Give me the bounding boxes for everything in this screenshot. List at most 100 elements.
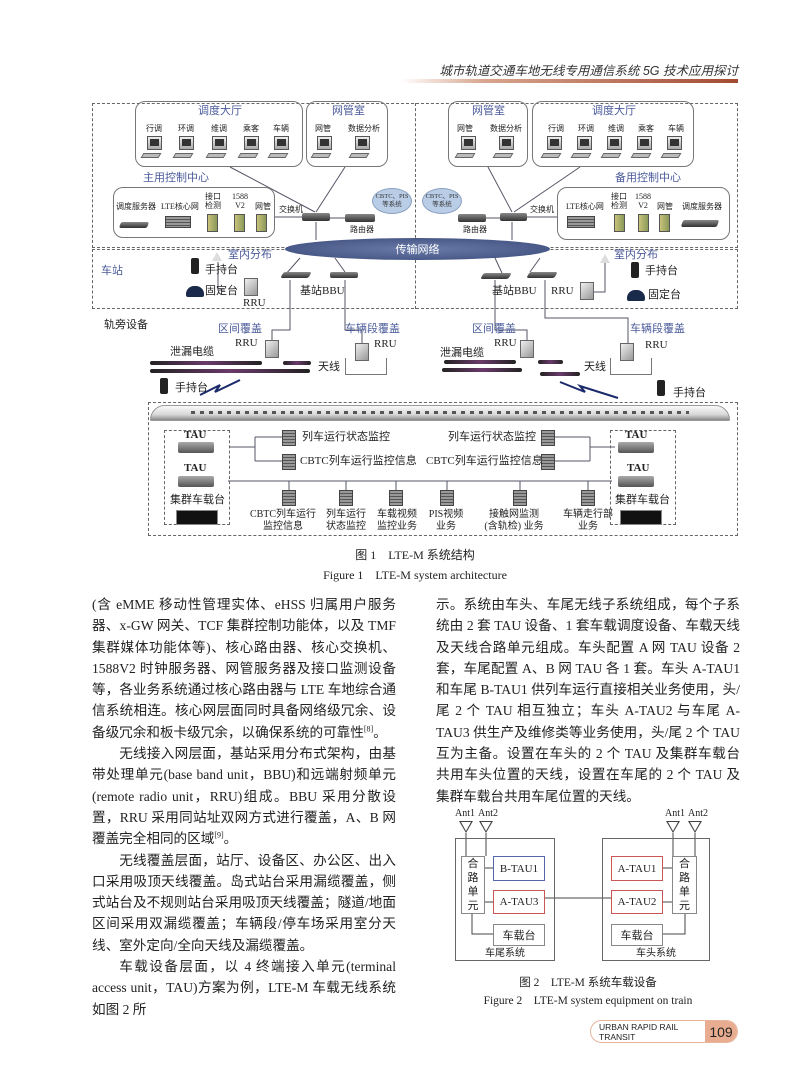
workstation-icon <box>492 136 516 162</box>
workstation-icon <box>237 136 261 162</box>
cbtc-pis-cloud: CBTC、PIS 等系统 <box>422 188 462 214</box>
handheld-radio-icon <box>631 262 639 278</box>
antenna-icon <box>345 358 387 375</box>
antenna-label: 天线 <box>318 361 340 373</box>
clock-server-icon <box>234 214 245 232</box>
equipment-label: 调度服务器 <box>116 202 156 211</box>
tau-icon <box>178 442 214 453</box>
switch-label: 交换机 <box>279 205 303 214</box>
service-label: CBTC列车运行监控信息 <box>300 455 417 467</box>
leaky-cable-icon <box>150 369 310 373</box>
body-column-left: (含 eMME 移动性管理实体、eHSS 归属用户服务器、x-GW 网关、TCF… <box>92 594 396 1020</box>
handheld-label: 手持台 <box>205 264 238 276</box>
service-server-icon <box>339 490 353 506</box>
antenna-label: Ant2 <box>478 808 498 819</box>
service-label: 接触网监测(含轨检) 业务 <box>484 509 544 532</box>
nms-room-title: 网管室 <box>332 105 365 117</box>
rru-icon <box>265 340 279 358</box>
leaky-cable-icon <box>283 361 311 365</box>
workstation-icon <box>660 136 684 162</box>
paragraph: (含 eMME 移动性管理实体、eHSS 归属用户服务器、x-GW 网关、TCF… <box>92 597 396 740</box>
tau-label: TAU <box>184 462 207 474</box>
trunk-radio-icon <box>176 510 218 525</box>
tail-system-label: 车尾系统 <box>485 948 525 959</box>
bbu-label: 基站BBU <box>492 285 537 297</box>
paragraph: 无线接入网层面，基站采用分布式架构，由基带处理单元(base band unit… <box>92 746 396 847</box>
rru-label: RRU <box>551 285 574 297</box>
workstation-icon <box>267 136 291 162</box>
section-coverage-label: 区间覆盖 <box>472 323 516 335</box>
switch-icon <box>302 213 330 221</box>
handheld-radio-icon <box>191 258 199 274</box>
service-label: 列车运行状态监控 <box>326 509 366 532</box>
equipment-label: 接口检测 <box>611 192 627 210</box>
handheld-label: 手持台 <box>175 382 208 394</box>
figure-2: Ant1 Ant2 合路单元 B-TAU1 A-TAU3 车载台 车尾系统 An… <box>0 16 800 1016</box>
depot-coverage-label: 车辆段覆盖 <box>630 323 685 335</box>
dispatch-hall-right <box>532 101 694 167</box>
router-icon <box>345 214 375 222</box>
switch-label: 交换机 <box>530 205 554 214</box>
station-label: 数据分析 <box>348 124 380 133</box>
leaky-cable-icon <box>540 372 580 376</box>
handheld-radio-icon <box>657 380 665 396</box>
transport-network-cloud: 传输网络 <box>285 238 550 260</box>
workstation-icon <box>310 136 334 162</box>
tau-box: B-TAU1 <box>493 856 545 881</box>
workstation-icon <box>540 136 564 162</box>
figure-2-caption-cn: 图 2 LTE-M 系统车载设备 <box>519 977 657 989</box>
workstation-icon <box>570 136 594 162</box>
station-label: 网管 <box>457 124 473 133</box>
figure-1-caption-en: Figure 1 LTE-M system architecture <box>323 568 507 582</box>
indoor-distribution-label: 室内分布 <box>228 249 272 261</box>
service-server-icon <box>541 430 555 446</box>
rru-icon <box>520 340 534 358</box>
antenna-label: Ant1 <box>455 808 475 819</box>
body-column-right: 示。系统由车头、车尾无线子系统组成，每个子系统由 2 套 TAU 设备、1 套车… <box>436 594 740 807</box>
figure-2-connectors <box>465 833 696 935</box>
tau-icon <box>178 476 214 487</box>
equipment-label: LTE核心网 <box>161 202 199 211</box>
rru-label: RRU <box>243 297 266 309</box>
depot-coverage-label: 车辆段覆盖 <box>345 323 400 335</box>
figure-2-caption-en: Figure 2 LTE-M system equipment on train <box>483 995 693 1007</box>
clock-server-icon <box>638 214 649 232</box>
equipment-label: LTE核心网 <box>566 202 604 211</box>
tau-label: TAU <box>625 429 648 441</box>
workstation-icon <box>348 136 372 162</box>
indoor-antenna-icon <box>212 252 222 261</box>
equipment-label: 调度服务器 <box>682 202 722 211</box>
leaky-cable-label: 泄漏电缆 <box>440 347 484 359</box>
leaky-cable-icon <box>538 360 563 364</box>
dispatch-hall-title: 调度大厅 <box>198 105 242 117</box>
page-number: 109 <box>705 1021 737 1042</box>
switch-icon <box>500 213 527 221</box>
equipment-label: 1588 V2 <box>232 192 248 210</box>
rru-label: RRU <box>235 337 258 349</box>
tau-box: A-TAU1 <box>611 856 663 881</box>
figure-1-connectors <box>199 166 629 490</box>
tail-system-box <box>455 838 555 961</box>
workstation-icon <box>140 136 164 162</box>
fixed-radio-label: 固定台 <box>205 285 238 297</box>
nms-room-right <box>448 101 528 167</box>
station-label: 车辆 <box>668 124 684 133</box>
paragraph: 车载设备层面，以 4 终端接入单元(terminal access unit，T… <box>92 959 396 1017</box>
router-icon <box>458 214 486 222</box>
router-label: 路由器 <box>350 225 374 234</box>
antenna-label: Ant2 <box>688 808 708 819</box>
train-zone <box>148 402 738 536</box>
fixed-radio-label: 固定台 <box>648 289 681 301</box>
antenna-label: Ant1 <box>665 808 685 819</box>
station-label: 行调 <box>548 124 564 133</box>
service-label: 车辆走行部业务 <box>563 509 613 532</box>
zone-divider <box>415 103 416 248</box>
section-coverage-label: 区间覆盖 <box>218 323 262 335</box>
leaky-cable-icon <box>442 368 522 372</box>
service-label: CBTC列车运行监控信息 <box>426 455 543 467</box>
workstation-icon <box>454 136 478 162</box>
rru-icon <box>580 282 594 300</box>
service-server-icon <box>389 490 403 506</box>
paragraph: 无线覆盖层面，站厅、设备区、办公区、出入口采用吸顶天线覆盖。岛式站台采用漏缆覆盖… <box>92 852 396 953</box>
station-label: 环调 <box>178 124 194 133</box>
